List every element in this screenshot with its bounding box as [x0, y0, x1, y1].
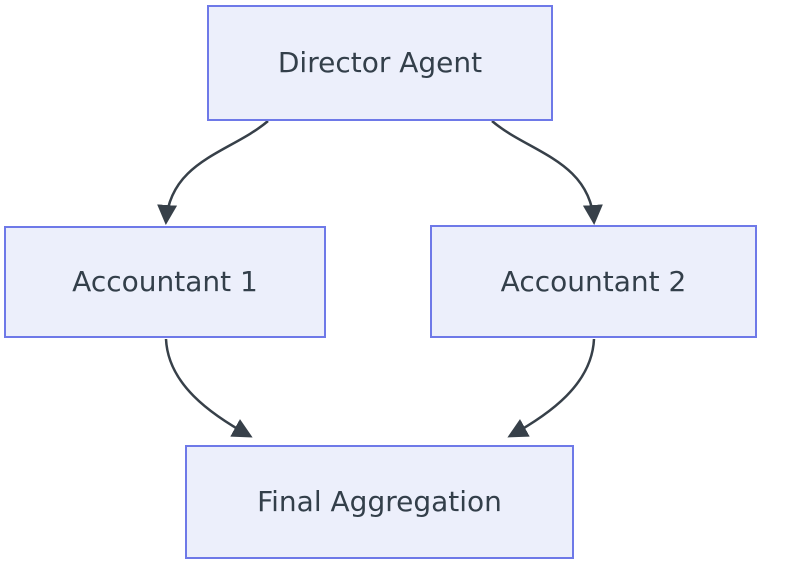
node-final-aggregation: Final Aggregation — [185, 445, 574, 559]
node-accountant-1: Accountant 1 — [4, 226, 326, 338]
node-accountant-2-label: Accountant 2 — [500, 264, 687, 298]
node-final-aggregation-label: Final Aggregation — [257, 485, 502, 519]
edge-accountant1-to-final — [164, 338, 253, 438]
node-director-agent: Director Agent — [207, 5, 553, 121]
node-accountant-1-label: Accountant 1 — [72, 265, 258, 299]
edge-director-to-accountant2 — [491, 120, 603, 225]
node-director-agent-label: Director Agent — [277, 46, 483, 80]
node-accountant-2: Accountant 2 — [430, 225, 757, 338]
edge-accountant2-to-final — [507, 338, 596, 438]
edge-director-to-accountant1 — [157, 120, 269, 225]
